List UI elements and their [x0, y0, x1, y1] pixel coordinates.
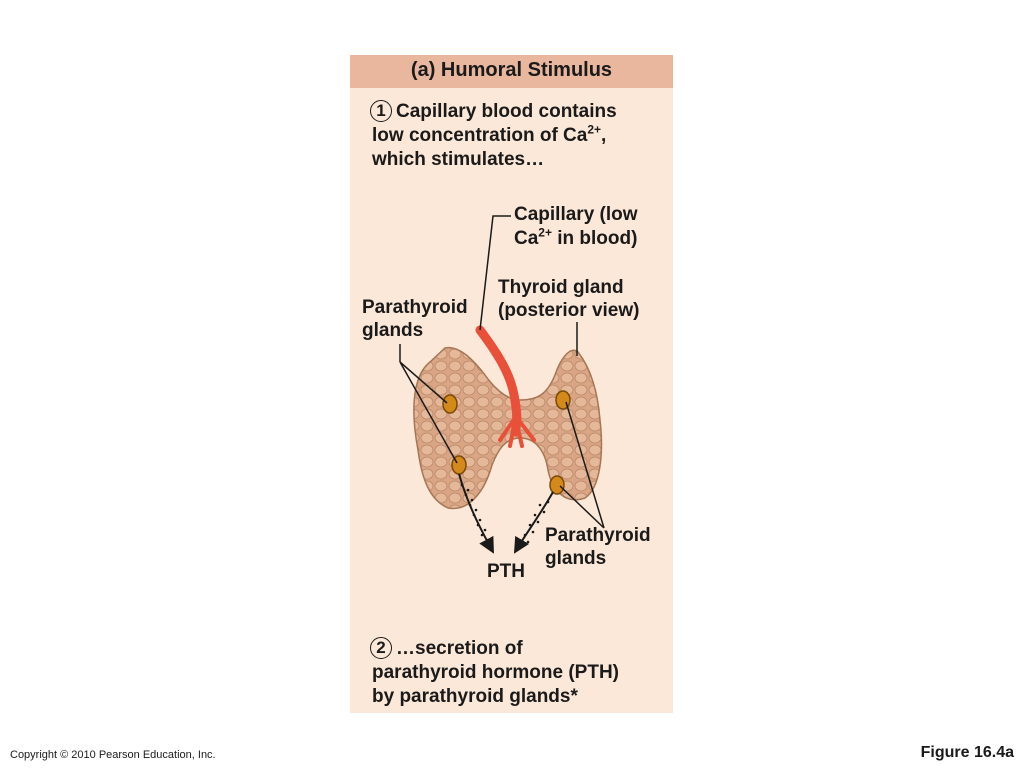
copyright-notice: Copyright © 2010 Pearson Education, Inc. [10, 749, 216, 761]
step2-line1: 2…secretion of [370, 637, 523, 660]
capillary-leader-line [479, 215, 511, 331]
parathyroid-right-leader [559, 401, 605, 529]
capillary-label-superscript: 2+ [538, 225, 552, 240]
pth-arrow-left [458, 473, 494, 554]
pth-arrow-right [513, 491, 554, 554]
panel-header: (a) Humoral Stimulus [350, 55, 673, 88]
step2-line3: by parathyroid glands* [372, 686, 578, 707]
panel-title: (a) Humoral Stimulus [410, 59, 613, 81]
pth-label: PTH [487, 561, 525, 582]
step2-text-line1: …secretion of [396, 638, 523, 659]
parathyroid-right-label-line1: Parathyroid [545, 525, 651, 546]
capillary-branches [498, 416, 536, 448]
parathyroid-left-label-line1: Parathyroid [362, 297, 468, 318]
step2-line2: parathyroid hormone (PTH) [372, 662, 620, 683]
parathyroid-gland-upper-left [442, 394, 458, 414]
capillary-label-line1: Capillary (low [514, 204, 638, 225]
step1-line2: low concentration of Ca2+, [372, 124, 606, 147]
figure-label: Figure 16.4a [920, 744, 1014, 761]
step1-superscript: 2+ [587, 122, 602, 137]
parathyroid-gland-lower-right [549, 475, 565, 495]
step1-number: 1 [370, 100, 392, 122]
capillary-label-line2: Ca2+ in blood) [514, 227, 637, 250]
thyroid-label-line1: Thyroid gland [498, 277, 624, 298]
step1-comma: , [601, 125, 607, 146]
step2-number: 2 [370, 637, 392, 659]
capillary-label-rest: in blood) [551, 228, 638, 249]
thyroid-label-line2: (posterior view) [498, 300, 640, 321]
step1-text-line1: Capillary blood contains [396, 101, 617, 122]
step1-line3: which stimulates… [372, 149, 545, 170]
parathyroid-right-label-line2: glands [545, 548, 607, 569]
parathyroid-left-label-line2: glands [362, 320, 424, 341]
parathyroid-left-leader [399, 344, 458, 464]
step1-text-line2: low concentration of Ca [372, 125, 588, 146]
capillary-label-ca: Ca [514, 228, 539, 249]
